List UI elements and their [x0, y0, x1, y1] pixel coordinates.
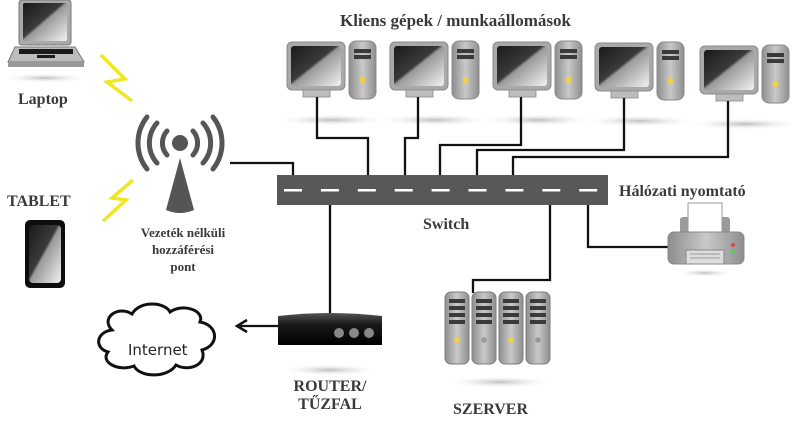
switch-port	[431, 189, 450, 192]
cloud-icon	[97, 302, 216, 377]
wire-ws5	[511, 101, 730, 190]
switch-port	[320, 189, 339, 192]
switch-port	[505, 189, 524, 192]
switch-port	[542, 189, 561, 192]
workstation-1	[273, 40, 391, 127]
wireless-link-laptop	[99, 53, 134, 103]
switch-icon	[277, 175, 608, 205]
workstation-5	[686, 44, 792, 131]
wire-ws2	[403, 97, 420, 190]
workstation-3	[479, 40, 597, 127]
switch-port	[468, 189, 487, 192]
switch-port	[284, 189, 302, 192]
access-point-label: Vezeték nélküli hozzáférési pont	[140, 225, 226, 274]
tablet-label: TABLET	[7, 193, 71, 210]
wire-printer	[586, 190, 668, 249]
wire-server	[471, 190, 552, 293]
laptop-label: Laptop	[18, 91, 68, 108]
router-label: ROUTER/ TŰZFAL	[293, 378, 367, 413]
wire-ws4	[475, 98, 626, 190]
workstations-title: Kliens gépek / munkaállomások	[340, 11, 571, 30]
wireless-antenna-icon	[135, 114, 225, 213]
server-label: SZERVER	[453, 401, 529, 418]
printer-icon	[667, 202, 745, 277]
workstation-2	[376, 40, 494, 127]
switch-ports	[284, 189, 598, 192]
switch-port	[357, 189, 376, 192]
switch-port	[579, 189, 598, 192]
wire-ws3	[438, 97, 523, 190]
workstation-4	[581, 41, 699, 128]
printer-label: Hálózati nyomtató	[619, 183, 746, 200]
wire-ws1	[315, 97, 370, 190]
laptop-icon	[0, 0, 90, 83]
wireless-link-tablet	[101, 178, 135, 223]
router-icon	[278, 313, 382, 376]
switch-port	[394, 189, 413, 192]
tablet-icon	[25, 220, 65, 288]
server-rack-icon	[444, 291, 555, 388]
switch-label: Switch	[423, 216, 470, 233]
internet-label: Internet	[128, 341, 188, 359]
